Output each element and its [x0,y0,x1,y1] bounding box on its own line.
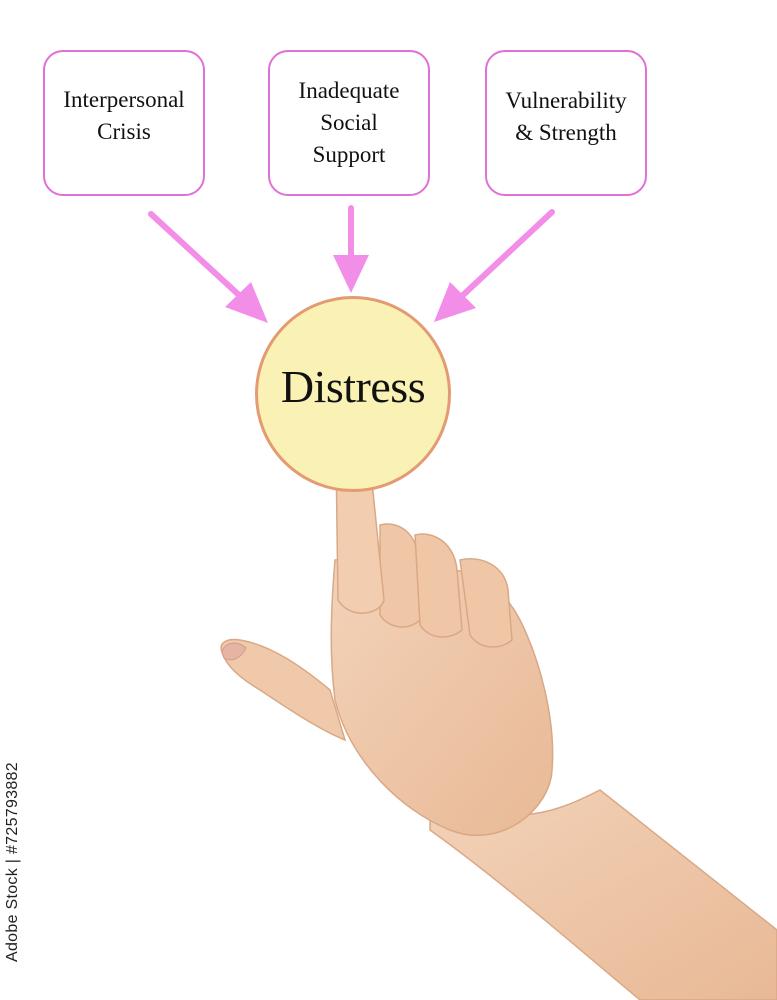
cause-label: Inadequate Social Support [298,78,400,167]
arrow-left [148,211,268,323]
arrow-right [434,209,555,322]
cause-box-interpersonal-crisis: Interpersonal Crisis [43,50,205,196]
cause-box-vulnerability-strength: Vulnerability & Strength [485,50,647,196]
pointing-hand [220,432,777,1000]
arrow-middle [333,205,369,293]
center-node-distress: Distress [255,296,451,492]
cause-label: Interpersonal Crisis [63,87,185,144]
cause-box-inadequate-social-support: Inadequate Social Support [268,50,430,196]
stock-watermark-id: Adobe Stock | #725793882 [4,762,21,962]
cause-label: Vulnerability & Strength [505,88,627,145]
center-label: Distress [280,360,426,412]
